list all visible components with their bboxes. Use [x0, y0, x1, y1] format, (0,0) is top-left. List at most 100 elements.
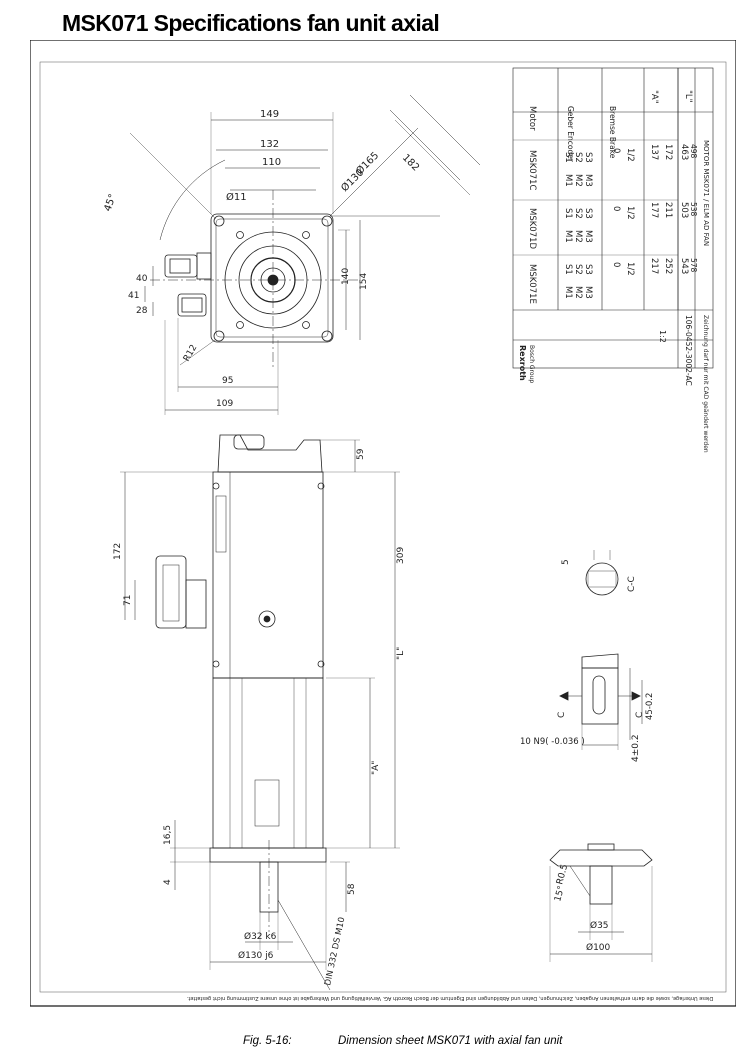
detail-section-cc [585, 550, 619, 596]
table-a-e1: 252 [663, 258, 673, 274]
table-brk-c3: M3 [583, 174, 593, 187]
label-c-left: C [557, 712, 567, 718]
dim-10n9: 10 N9( -0.036 ) [520, 737, 585, 747]
dim-A: "A" [371, 761, 381, 775]
table-a-d0: 177 [649, 202, 659, 218]
dim-132: 132 [260, 139, 279, 150]
side-view [120, 434, 400, 991]
dim-din332: DIN 332 DS M10 [323, 916, 347, 986]
dim-109: 109 [216, 399, 233, 409]
table-header-brake: Bremse Brake [608, 106, 617, 159]
detail-shaft-end [559, 653, 643, 750]
dim-71: 71 [123, 595, 133, 606]
table-header-encoder: Geber Encoder [566, 106, 575, 163]
table-a-c0: 137 [649, 144, 659, 160]
dim-59: 59 [356, 448, 366, 460]
page-title: MSK071 Specifications fan unit axial [62, 10, 440, 36]
top-view [129, 94, 481, 415]
table-enc-d3: S3 [583, 208, 593, 219]
table-l-c1: 498 [689, 144, 698, 159]
dim-28: 28 [136, 306, 148, 316]
dim-d11: Ø11 [226, 191, 247, 203]
table-enc-c3: S3 [583, 152, 593, 163]
drawing-scale: 1:2 [658, 330, 667, 343]
title-block-text: Motor Geber Encoder Bremse Brake "A" "L"… [518, 90, 710, 453]
table-a-d1: 211 [663, 202, 673, 218]
dim-110: 110 [262, 157, 281, 168]
table-enc-d1: S1 [563, 208, 573, 219]
dim-58: 58 [347, 883, 357, 895]
dim-309: 309 [396, 547, 406, 564]
drawing-number: 106-0452-3002-AC [684, 315, 693, 386]
table-motor-c: MSK071C [527, 150, 537, 191]
table-brk-d2: M2 [573, 230, 583, 243]
table-l-c0: 463 [679, 144, 689, 160]
detail-fan-cover [549, 843, 653, 962]
table-enc-c2: S2 [573, 152, 583, 163]
table-l-e1: 578 [689, 258, 698, 273]
table-enc-e3: S3 [583, 264, 593, 275]
dim-4: 4 [163, 879, 173, 885]
table-a-c1: 172 [663, 144, 673, 160]
inner-border [39, 61, 727, 993]
table-brk-c2: M2 [573, 174, 583, 187]
table-brk-e3: M3 [583, 286, 593, 299]
detail-shaft-labels: C C 10 N9( -0.036 ) 4±0.2 45-0.2 [520, 693, 655, 762]
figure-number: Fig. 5-16: [243, 1035, 292, 1047]
label-c-right: C [635, 712, 645, 718]
dim-r05: R0.5 [555, 863, 570, 885]
detail-cc-labels: 5 C-C [561, 559, 637, 592]
table-brk-e1: M1 [563, 286, 573, 299]
fan-unit [212, 677, 324, 849]
table-b-e0: 0 [611, 262, 621, 267]
table-header-motor: Motor [527, 106, 537, 131]
figure-text: Dimension sheet MSK071 with axial fan un… [338, 1035, 563, 1047]
top-view-labels: 149 132 110 Ø11 Ø165 Ø130 182 45° 40 41 … [102, 109, 421, 409]
dim-d130j6: Ø130 j6 [238, 950, 274, 961]
dim-r12: R12 [182, 343, 200, 363]
brand-sub: Bosch Group [528, 345, 535, 383]
drawing-note: Zeichnung darf nur mit CAD geändert werd… [702, 315, 709, 453]
dim-16-5: 16,5 [163, 825, 173, 845]
dim-149: 149 [260, 109, 279, 120]
table-a-e0: 217 [649, 258, 659, 274]
figure-caption: Fig. 5-16: Dimension sheet MSK071 with ax… [243, 1035, 562, 1047]
table-b-d1: 1/2 [625, 206, 635, 220]
table-header-a: "A" [649, 90, 659, 104]
brand-logo: Rexroth [518, 345, 527, 381]
dim-45deg: 45° [102, 193, 118, 213]
dim-d35: Ø35 [590, 920, 609, 931]
footer-note: Diese Unterlage, sowie die darin enthalt… [186, 995, 713, 1001]
dim-d100: Ø100 [586, 942, 611, 953]
table-l-d1: 538 [689, 202, 698, 217]
technical-drawing: 149 132 110 Ø11 Ø165 Ø130 182 45° 40 41 … [30, 40, 736, 1007]
dim-15deg: 15° [553, 885, 567, 903]
table-header-l: "L" [683, 90, 693, 103]
table-brk-e2: M2 [573, 286, 583, 299]
table-l-d0: 503 [679, 202, 689, 218]
table-l-e0: 543 [679, 258, 689, 274]
table-b-c1: 1/2 [625, 148, 635, 162]
table-brk-c1: M1 [563, 174, 573, 187]
side-view-labels: 59 172 71 309 "L" "A" 16,5 4 58 Ø32 k6 Ø… [113, 448, 406, 986]
drawing-title: MOTOR MSK071 / ELM AD FAN [702, 140, 710, 246]
motor-body [212, 471, 324, 679]
table-motor-d: MSK071D [527, 208, 537, 250]
dim-40: 40 [136, 274, 148, 284]
dim-45tol: 45-0.2 [645, 693, 655, 720]
table-b-d0: 0 [611, 206, 621, 211]
dim-41: 41 [128, 291, 139, 301]
dim-4tol: 4±0.2 [631, 734, 641, 762]
table-motor-e: MSK071E [527, 264, 537, 304]
dim-182: 182 [400, 152, 421, 173]
table-enc-e1: S1 [563, 264, 573, 275]
label-cc: C-C [627, 576, 637, 592]
dim-L: "L" [396, 647, 406, 660]
table-brk-d3: M3 [583, 230, 593, 243]
table-enc-d2: S2 [573, 208, 583, 219]
title-block [512, 67, 714, 369]
dim-154: 154 [359, 273, 369, 290]
dim-140: 140 [341, 268, 351, 285]
sheet-border [30, 40, 736, 1007]
table-b-e1: 1/2 [625, 262, 635, 276]
